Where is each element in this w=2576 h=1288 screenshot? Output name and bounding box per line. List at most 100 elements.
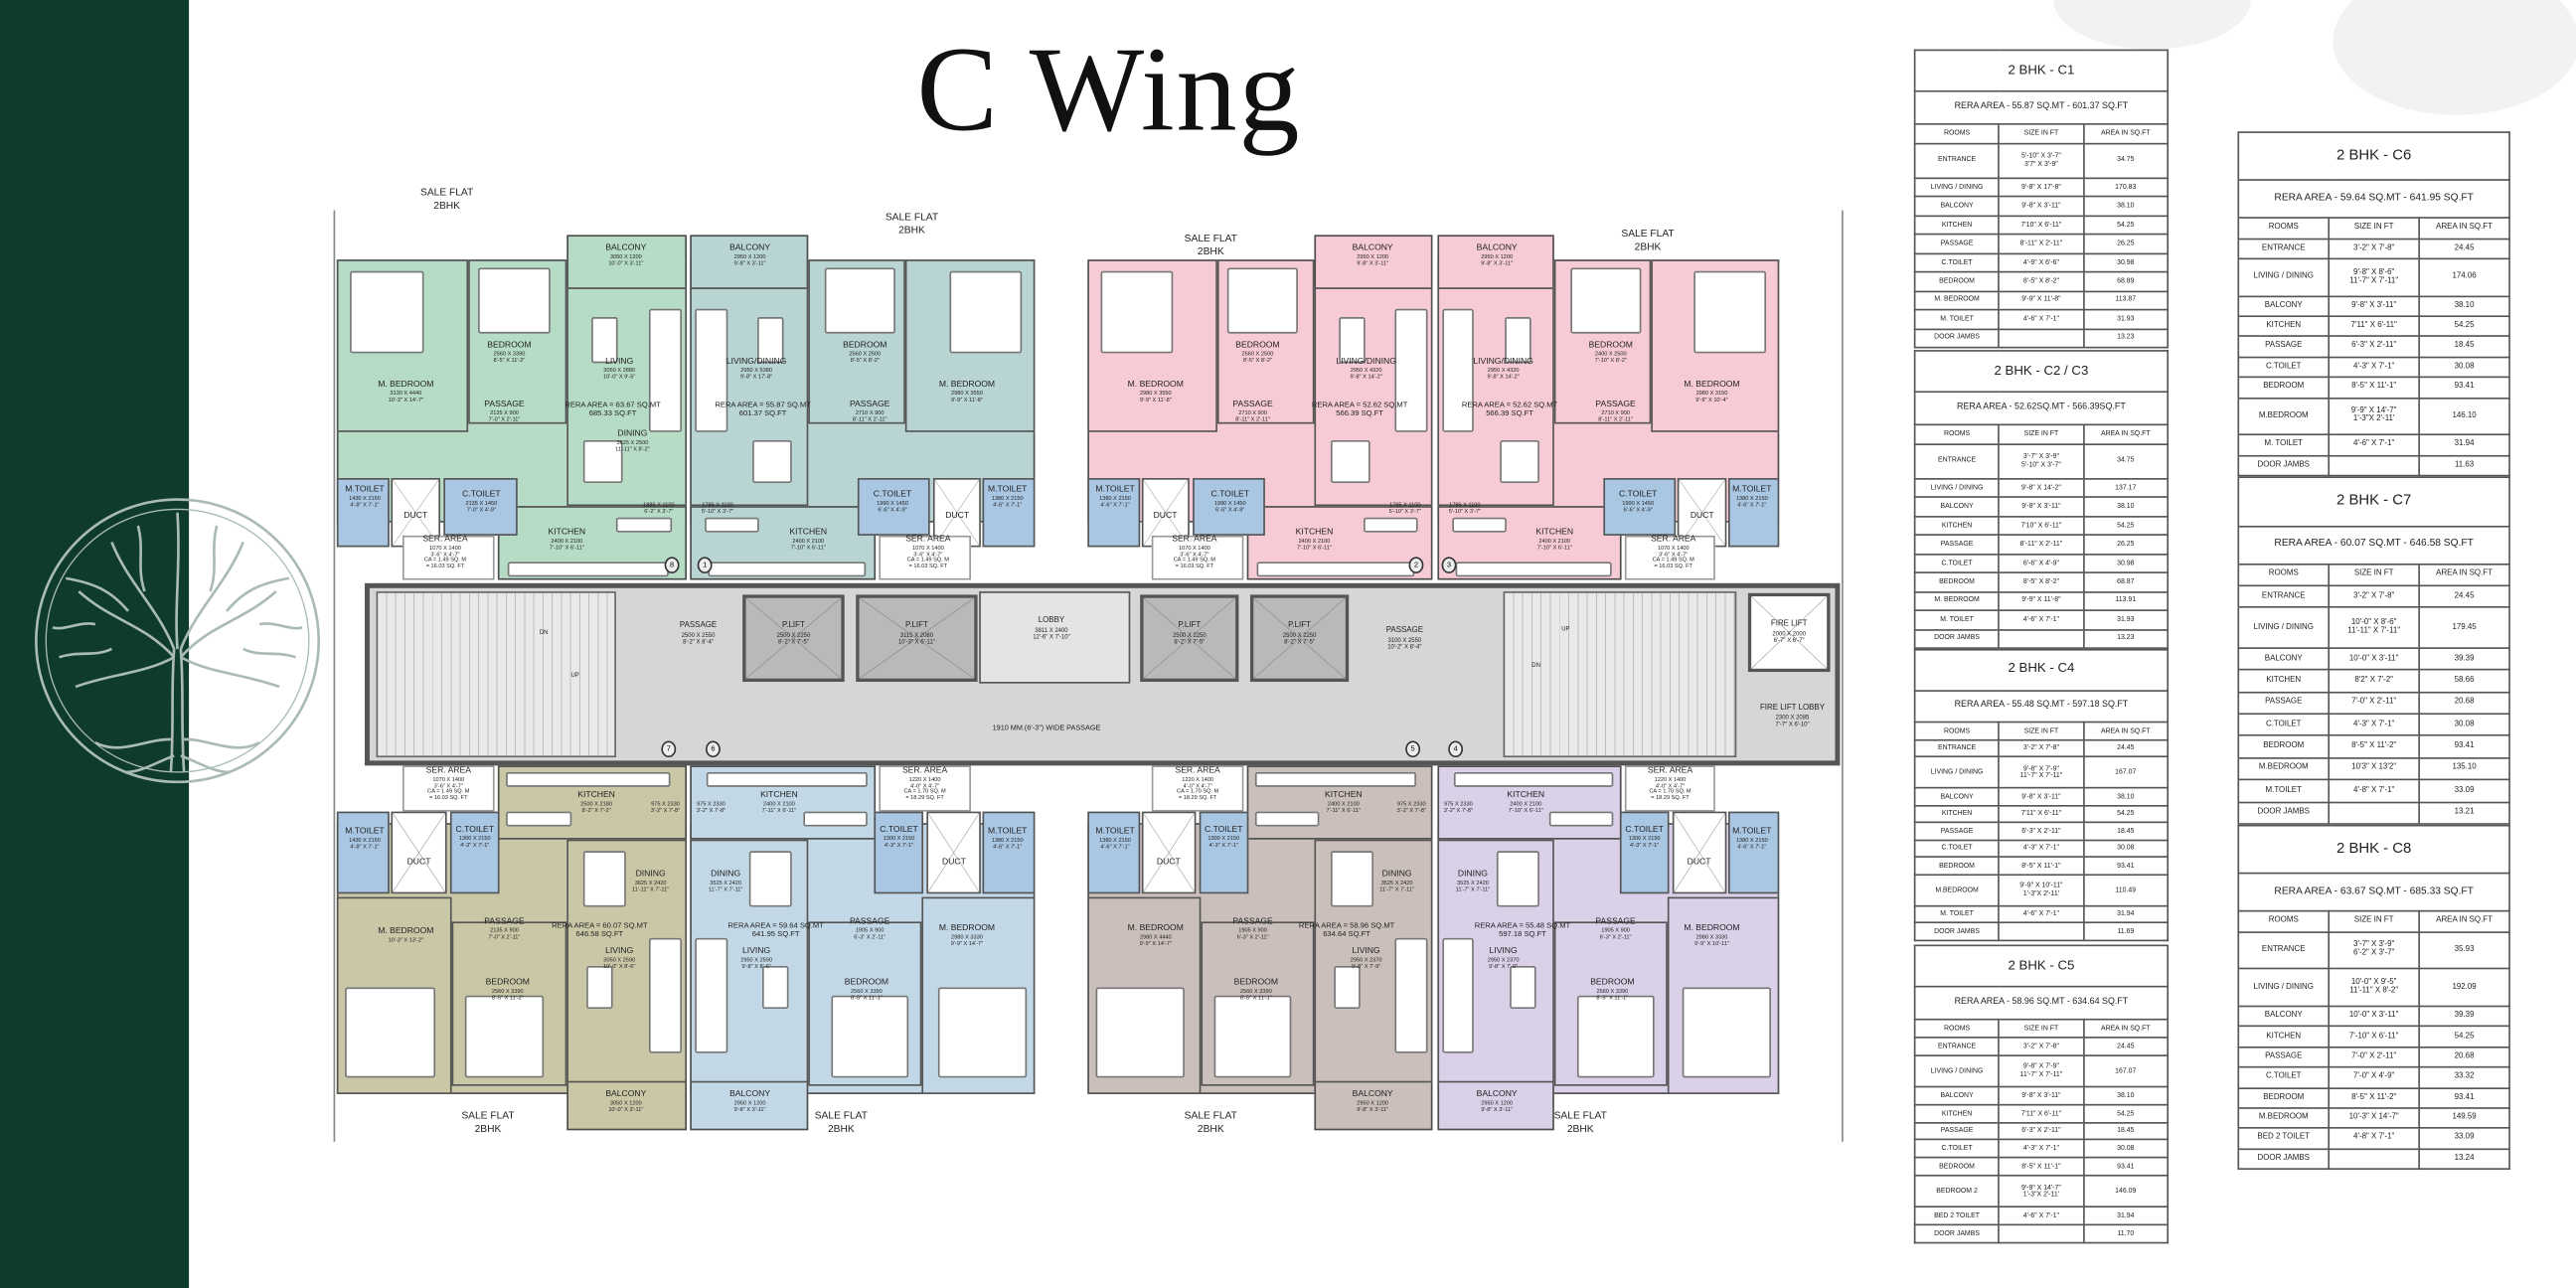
table-cell: 13.23: [2082, 628, 2170, 649]
table-cell: 9'-9" X 11'-8": [1998, 590, 2085, 612]
room-label-line: 9'-9" X 11'-8": [951, 396, 983, 402]
room-label-line: DUCT: [945, 511, 970, 522]
room-label-line: 4'-3" X 7'-1": [1630, 841, 1660, 848]
table-cell: 4'-8" X 7'-1": [2328, 1127, 2420, 1150]
table-cell: [2328, 454, 2420, 477]
table-cell: PASSAGE: [2237, 335, 2331, 359]
table-title-row: 2 BHK - C6: [2237, 131, 2510, 182]
room-label-line: 3'-2" X 7'-8": [1443, 806, 1473, 814]
room-label-line: 3050 X 1200: [609, 252, 642, 260]
room-label-line: 2560 X 2500: [1241, 350, 1274, 357]
table-cell: 9'-9" X 10'-11" 1'-3"X 2'-11': [1998, 874, 2085, 907]
room-label-line: BALCONY: [605, 1089, 647, 1100]
table-cell: 110.49: [2082, 874, 2170, 907]
duct-shaft: [391, 811, 447, 894]
room-label-line: 10'-3" X 14'-7": [388, 396, 424, 402]
room-label-line: 4'-0" X 4'-7": [1655, 782, 1686, 789]
table-cell: 4'-3" X 7'-1": [1998, 1139, 2085, 1159]
room-label-line: 4'-3" X 7'-1": [1208, 841, 1238, 848]
room-label-line: 2980 X 3330: [1695, 933, 1728, 940]
tv-unit: [591, 317, 618, 364]
duct-shaft: [932, 478, 982, 548]
table-cell: BEDROOM: [1913, 1157, 2001, 1177]
room-label-line: 1380 X 2150: [991, 836, 1024, 844]
tv-unit: [586, 965, 613, 1009]
room-label-line: BALCONY: [605, 243, 647, 254]
table-cell: 8'-5" X 8'-2": [1998, 571, 2085, 593]
table-cell: 6'-3" X 2'-11": [1998, 822, 2085, 842]
table-cell: 9'-9" X 11'-8": [1998, 289, 2085, 311]
tv-unit: [757, 317, 784, 364]
table-cell: 9'-8" X 8'-6" 11'-7" X 7'-11": [2328, 257, 2420, 297]
table-rera-row: RERA AREA - 55.87 SQ.MT - 601.37 SQ.FT: [1913, 90, 2170, 126]
table-cell: PASSAGE: [1913, 1121, 2001, 1141]
room-label-line: SER. AREA: [901, 766, 948, 777]
table-cell: BEDROOM: [2237, 1086, 2331, 1109]
table-cell: 8'-5" X 8'-2": [1998, 270, 2085, 292]
table-cell: 3'-7" X 3'-9" 6'-2" X 3'-7": [2328, 930, 2420, 970]
room-label-line: 8'-5" X 11'-1": [1596, 993, 1629, 1001]
service-area: [402, 765, 495, 812]
room-label-line: 1070 X 1400: [432, 775, 465, 783]
room-label-line: 10'-0" X 8'-6": [603, 962, 636, 970]
room-label-line: 2560 X 3390: [851, 987, 883, 995]
table-cell: ENTRANCE: [1913, 738, 2001, 758]
table-title: 2 BHK - C1: [1913, 49, 2170, 93]
room-label-line: RERA AREA = 63.67 SQ.MT: [564, 401, 661, 409]
duct-shaft: [391, 478, 441, 548]
dining-table: [582, 440, 623, 483]
table-cell: BALCONY: [2237, 1005, 2331, 1028]
table-cell: 146.09: [2082, 1174, 2170, 1208]
room-label-line: BEDROOM: [1235, 340, 1280, 351]
room-label-line: 9'-9" X 14'-7": [1139, 939, 1172, 947]
m-toilet-room: [336, 811, 390, 894]
table-rera-row: RERA AREA - 63.67 SQ.MT - 685.33 SQ.FT: [2237, 873, 2510, 912]
table-cell: 9'-8" X 7'-9" 11'-7" X 7'-11": [1998, 755, 2085, 790]
m-toilet-room: [1727, 811, 1780, 894]
table-cell: 68.89: [2082, 270, 2170, 292]
sofa: [695, 937, 727, 1053]
table-cell: M. TOILET: [1913, 609, 2001, 630]
bed: [1226, 267, 1299, 334]
room-label-line: CA = 1.49 SQ. M: [423, 557, 467, 564]
room-label-line: 2710 X 900: [1238, 408, 1267, 416]
room-label-line: = 16.03 SQ. FT: [908, 563, 948, 570]
table-header-cell: AREA IN SQ.FT: [2418, 910, 2510, 933]
c-toilet-room: [443, 478, 518, 536]
table-cell: 3'-2" X 7'-8": [2328, 584, 2420, 609]
table-cell: BALCONY: [2237, 295, 2331, 318]
room-label-line: 1300 X 2150: [883, 834, 915, 842]
table-cell: M.BEDROOM: [2237, 756, 2331, 781]
room-label-line: SER. AREA: [425, 766, 471, 777]
table-cell: 8'-5" X 11'-1": [1998, 1157, 2085, 1177]
room-label-line: PASSAGE: [1595, 400, 1636, 410]
table-cell: 30.98: [2082, 251, 2170, 273]
c-toilet-room: [857, 478, 930, 536]
table-rera-area: RERA AREA - 55.87 SQ.MT - 601.37 SQ.FT: [1913, 90, 2170, 126]
room-label-line: 2980 X 3330: [951, 933, 983, 940]
table-cell: 13.24: [2418, 1147, 2510, 1171]
table-cell: 93.41: [2418, 734, 2510, 759]
table-cell: 167.07: [2082, 755, 2170, 790]
table-header-cell: AREA IN SQ.FT: [2082, 722, 2170, 741]
